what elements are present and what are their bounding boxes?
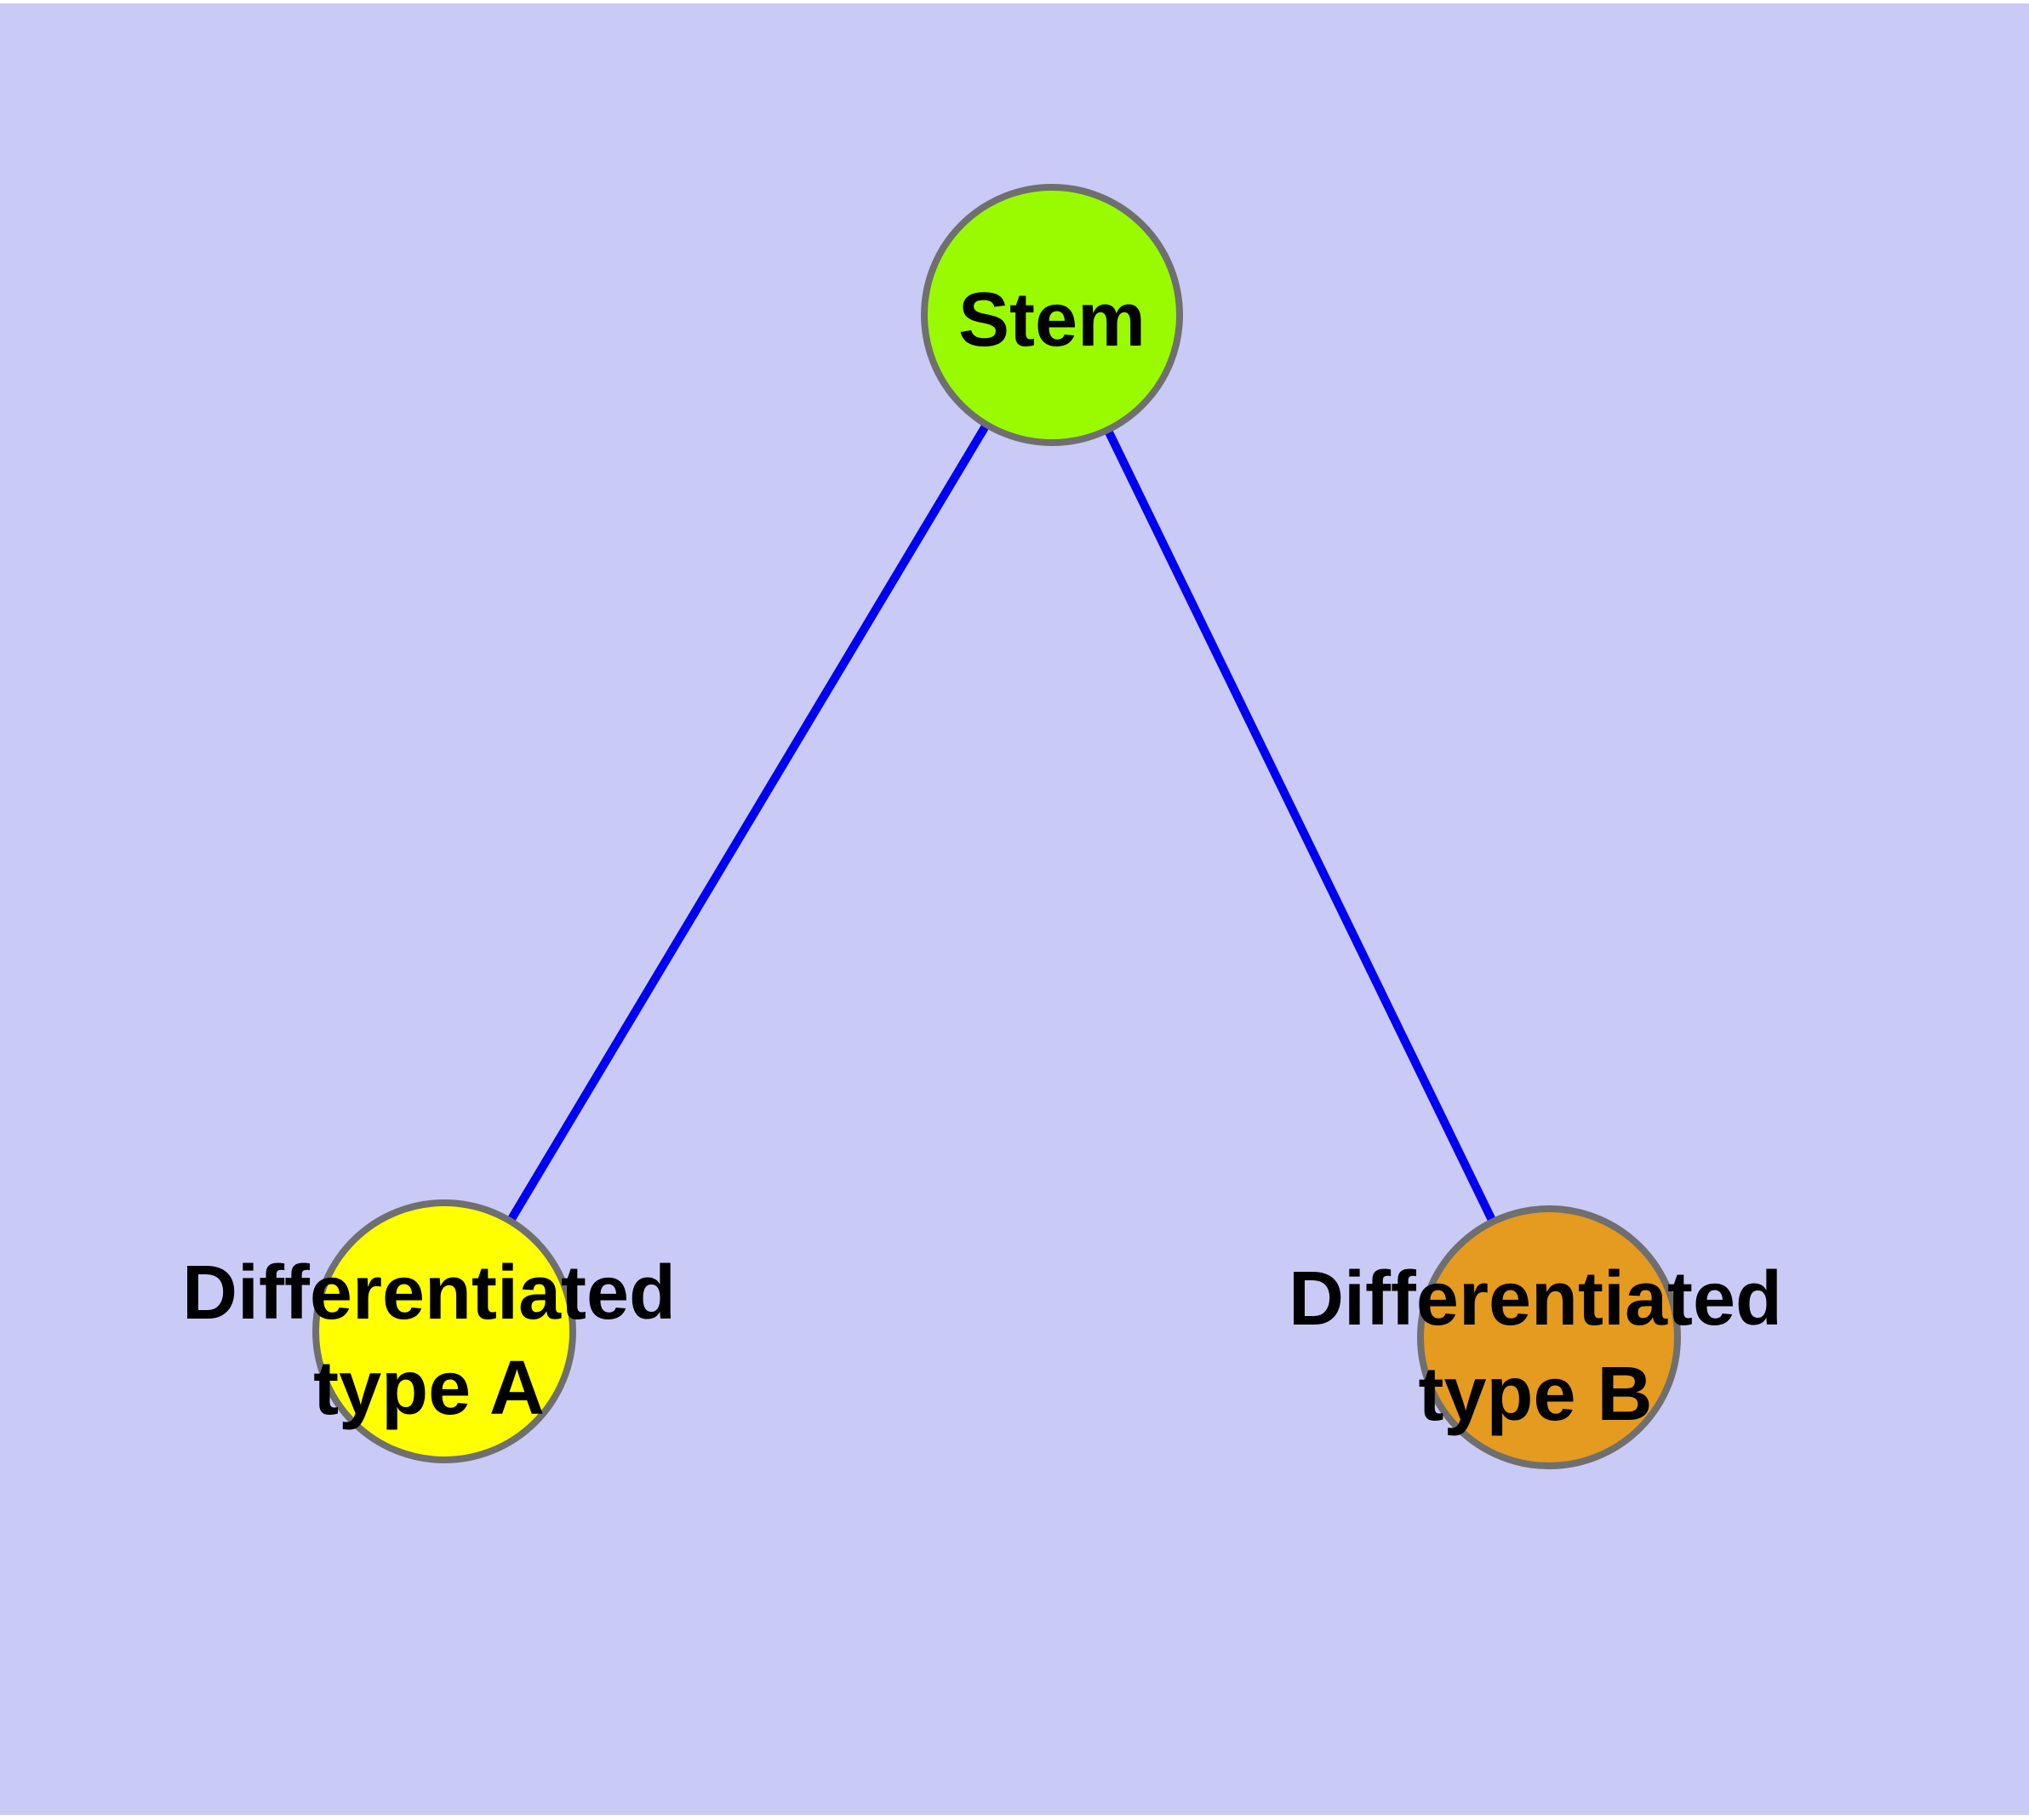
- edge-stem-to-type-a: [440, 312, 1056, 1334]
- node-type-b-circle: [1417, 1205, 1681, 1469]
- node-stem-circle: [921, 184, 1183, 446]
- node-type-a-circle: [312, 1199, 576, 1463]
- node-differentiated-type-b: Differentiated type B: [1289, 1205, 1782, 1469]
- edge-stem-to-type-b: [1048, 312, 1553, 1340]
- node-stem-label: Stem: [958, 278, 1146, 363]
- node-stem: Stem: [921, 184, 1183, 446]
- node-type-a-label-line1: Differentiated: [182, 1251, 676, 1336]
- node-type-a-label-line2: type A: [313, 1346, 545, 1431]
- node-type-b-label-line1: Differentiated: [1289, 1256, 1782, 1342]
- node-type-b-label-line2: type B: [1418, 1352, 1652, 1437]
- edge-layer: [440, 312, 1553, 1340]
- node-differentiated-type-a: Differentiated type A: [182, 1199, 676, 1463]
